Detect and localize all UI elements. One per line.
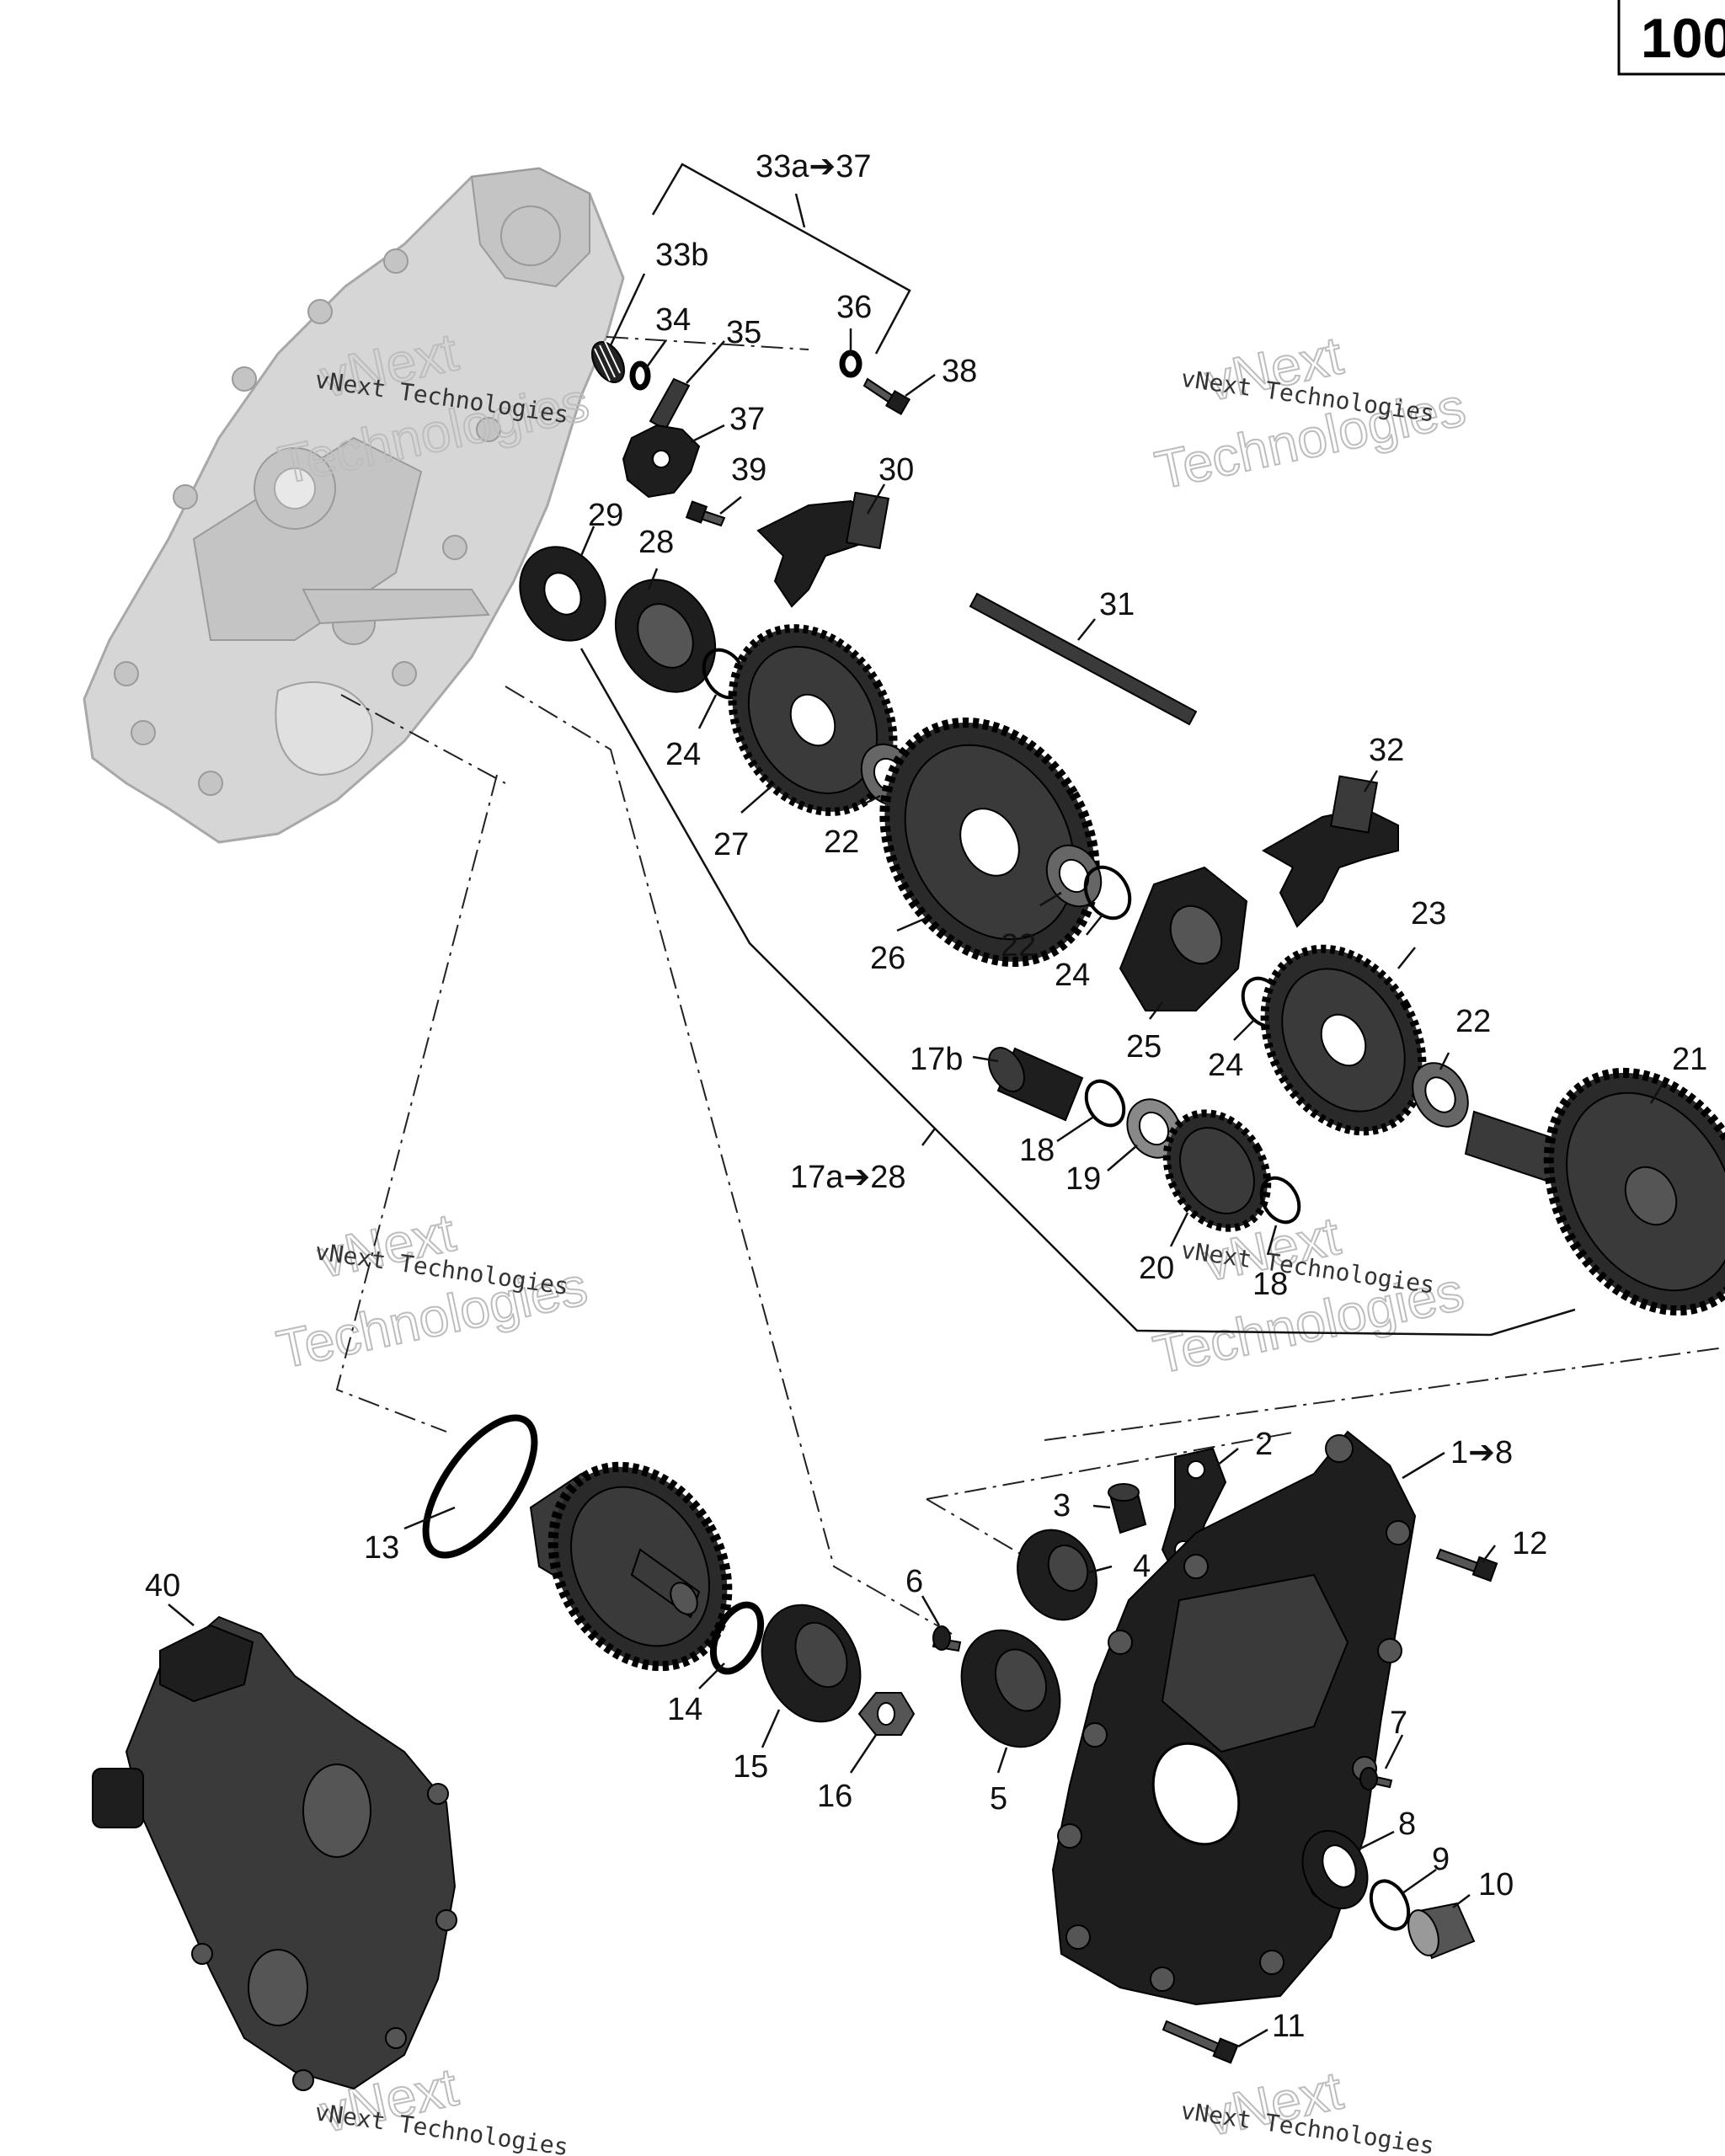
callout-35: 35 (726, 315, 761, 350)
page-number-box: 100 (1617, 0, 1725, 76)
callout-22b: 22 (1001, 928, 1036, 963)
part-7-screw (1359, 1767, 1393, 1790)
callout-8: 8 (1398, 1806, 1416, 1842)
group-bracket-17a-28 (579, 648, 1576, 1337)
part-39-bolt (685, 500, 726, 527)
part-24-snap-ring-b (1083, 865, 1132, 921)
part-3-plug (1108, 1483, 1147, 1534)
part-17b-bushing (988, 1047, 1084, 1122)
callout-34: 34 (655, 302, 691, 338)
callout-3: 3 (1053, 1488, 1071, 1524)
callout-27: 27 (713, 827, 749, 862)
part-36-washer (839, 350, 862, 378)
callout-11: 11 (1272, 2009, 1305, 2044)
callout-28: 28 (638, 525, 674, 560)
callout-23: 23 (1411, 896, 1446, 931)
callout-labels: 33a➔37 33b 34 35 36 38 37 39 30 29 28 31… (145, 149, 1707, 2044)
part-12-bolt (1435, 1548, 1498, 1582)
part-28-shift-sleeve (614, 579, 717, 693)
part-19-bushing (1126, 1098, 1182, 1159)
part-10-bushing (1407, 1902, 1476, 1960)
crankcase-housing (83, 167, 625, 844)
callout-7: 7 (1390, 1705, 1407, 1741)
differential-gear-assembly (529, 1461, 733, 1672)
callout-12: 12 (1512, 1526, 1547, 1561)
callout-29: 29 (588, 498, 623, 533)
callout-15: 15 (733, 1749, 768, 1785)
part-6-screw (932, 1625, 962, 1652)
callout-36: 36 (836, 290, 872, 325)
part-15-bearing (761, 1604, 862, 1723)
part-29-bearing (519, 546, 606, 642)
callout-16: 16 (817, 1779, 852, 1814)
part-30-shift-fork (756, 491, 890, 608)
part-18-ring-b (1259, 1176, 1301, 1225)
callout-38: 38 (942, 354, 977, 389)
callout-21: 21 (1672, 1042, 1707, 1077)
part-9-o-ring (1369, 1879, 1411, 1931)
part-33b-spring (591, 340, 625, 383)
part-23-gear (1260, 944, 1427, 1136)
callout-30: 30 (879, 452, 914, 488)
callout-9: 9 (1432, 1842, 1450, 1877)
callout-40: 40 (145, 1568, 180, 1604)
callout-37: 37 (729, 402, 765, 437)
alignment-lines (335, 336, 1725, 1635)
callout-25: 25 (1126, 1029, 1162, 1065)
callout-26: 26 (870, 941, 905, 976)
part-34-washer (629, 360, 651, 391)
part-1-cover (1051, 1430, 1417, 2006)
callout-10: 10 (1478, 1867, 1514, 1903)
callout-19: 19 (1065, 1161, 1101, 1197)
part-37-shift-cam (622, 424, 701, 499)
group-bracket-33a-37 (651, 163, 911, 355)
callout-33a: 33a➔37 (756, 149, 872, 184)
callout-22a: 22 (824, 825, 859, 860)
part-35-lever (649, 377, 691, 431)
part-21-output-shaft (1464, 1067, 1725, 1316)
part-40-gearbox-assembly (92, 1615, 457, 2091)
callout-14: 14 (667, 1692, 702, 1727)
callout-24c: 24 (1208, 1048, 1243, 1083)
callout-17b: 17b (910, 1042, 963, 1077)
leader-lines (168, 273, 1665, 2048)
callout-18b: 18 (1252, 1267, 1288, 1302)
part-26-gear (879, 717, 1100, 968)
callout-32: 32 (1369, 733, 1404, 768)
part-8-seal (1301, 1829, 1369, 1910)
part-5-bearing (960, 1629, 1061, 1748)
part-25-shift-sleeve (1119, 866, 1248, 1011)
callout-17a: 17a➔28 (790, 1160, 906, 1195)
callout-39: 39 (731, 452, 766, 488)
callout-18a: 18 (1019, 1133, 1055, 1168)
callout-31: 31 (1099, 587, 1135, 622)
callout-13: 13 (364, 1530, 399, 1566)
callout-22c: 22 (1455, 1004, 1491, 1039)
callout-33b: 33b (655, 237, 708, 273)
callout-6: 6 (905, 1564, 923, 1599)
part-14-ring (709, 1601, 765, 1675)
callout-5: 5 (990, 1781, 1007, 1817)
part-31-shift-rail (969, 592, 1198, 726)
callout-20: 20 (1139, 1251, 1174, 1286)
part-38-bolt (862, 377, 911, 416)
part-18-ring (1084, 1079, 1126, 1128)
part-4-bearing (1017, 1529, 1097, 1621)
callout-1: 1➔8 (1450, 1435, 1513, 1470)
part-16-nut (857, 1692, 916, 1736)
page-number: 100 (1641, 7, 1725, 69)
part-20-gear (1162, 1109, 1272, 1232)
callout-24b: 24 (1055, 958, 1090, 993)
part-13-o-ring (422, 1414, 538, 1559)
callout-2: 2 (1255, 1427, 1273, 1462)
callout-24a: 24 (665, 737, 701, 772)
callout-4: 4 (1133, 1549, 1151, 1584)
part-11-bolt (1162, 2020, 1239, 2064)
part-27-gear (728, 624, 898, 816)
part-22-needle-bearing-c (1412, 1062, 1469, 1128)
part-32-shift-fork (1261, 775, 1399, 928)
